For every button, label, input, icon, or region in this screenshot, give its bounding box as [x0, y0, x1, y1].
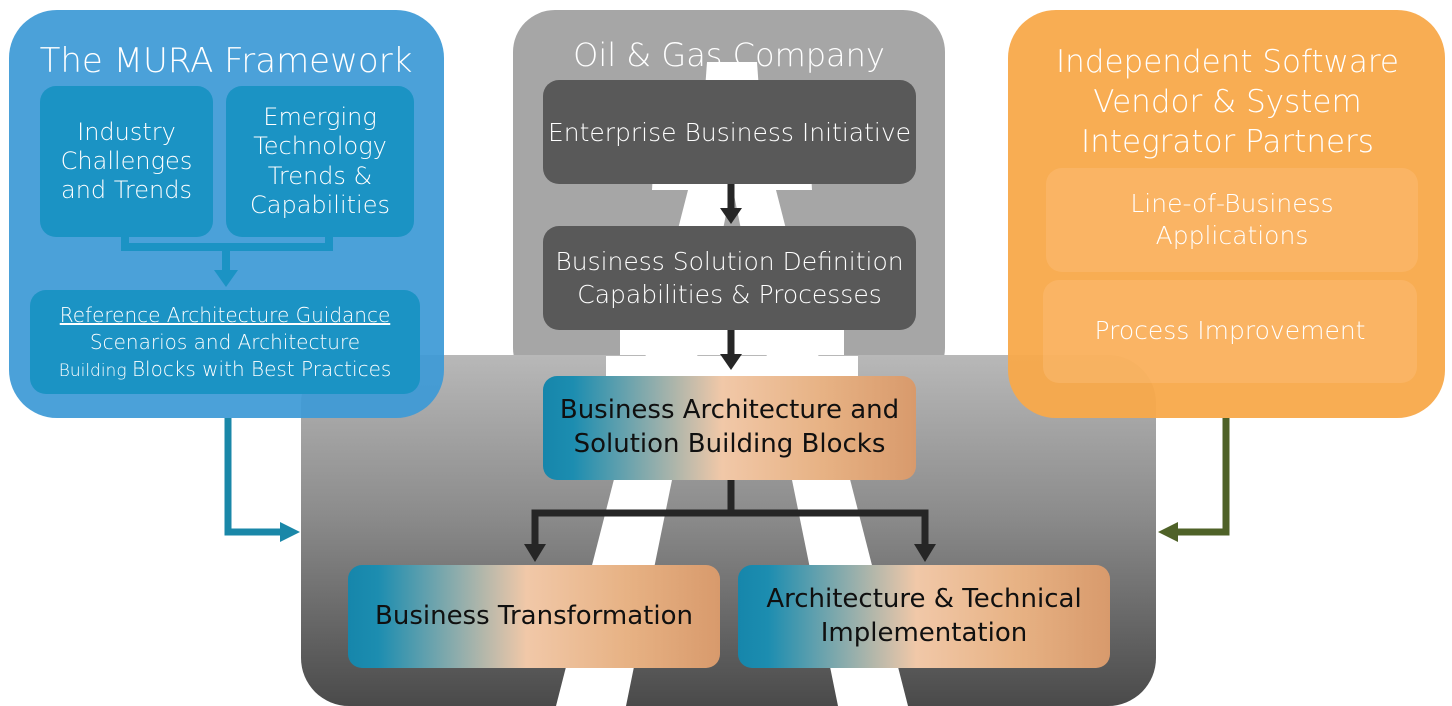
reference-architecture-box: Reference Architecture Guidance Scenario… — [30, 290, 420, 394]
emerging-line-3: Trends & — [267, 161, 373, 190]
solution-definition-box: Business Solution Definition Capabilitie… — [543, 226, 916, 330]
lob-line-1: Line-of-Business — [1130, 188, 1334, 218]
left-input-arrow — [224, 418, 282, 536]
mura-title: The MURA Framework — [39, 41, 413, 81]
center-arrowhead-1-icon — [720, 208, 742, 224]
business-transformation-box: Business Transformation — [348, 565, 720, 668]
lob-applications-box: Line-of-Business Applications — [1046, 168, 1418, 272]
left-arrowhead-icon — [280, 522, 300, 542]
business-architecture-box: Business Architecture and Solution Build… — [543, 376, 916, 480]
center-arrowhead-left-icon — [524, 544, 546, 562]
implementation-line-1: Architecture & Technical — [766, 583, 1082, 614]
emerging-line-1: Emerging — [263, 102, 377, 131]
right-input-arrow — [1176, 418, 1230, 536]
company-title: Oil & Gas Company — [573, 36, 885, 74]
center-arrowhead-2-icon — [720, 354, 742, 370]
right-arrowhead-icon — [1158, 522, 1178, 542]
reference-line-3-small: Building — [58, 360, 132, 381]
reference-line-3-rest: Blocks with Best Practices — [131, 356, 392, 381]
reference-line-2: Scenarios and Architecture — [89, 329, 361, 354]
definition-line-2: Capabilities & Processes — [577, 280, 882, 309]
reference-line-3: Building Blocks with Best Practices — [59, 356, 392, 383]
lob-line-2: Applications — [1155, 221, 1309, 250]
technical-implementation-box: Architecture & Technical Implementation — [738, 565, 1110, 668]
reference-heading: Reference Architecture Guidance — [59, 302, 391, 327]
emerging-line-2: Technology — [253, 132, 387, 161]
architecture-line-1: Business Architecture and — [559, 395, 900, 426]
partners-title-line-3: Integrator Partners — [1081, 124, 1374, 161]
partners-title-line-1: Independent Software — [1056, 43, 1399, 80]
industry-challenges-box: Industry Challenges and Trends — [40, 86, 213, 237]
center-split-arrow — [531, 509, 929, 547]
mura-down-arrowhead-icon — [214, 270, 238, 287]
implementation-line-2: Implementation — [820, 617, 1028, 648]
center-arrowhead-right-icon — [914, 544, 936, 562]
partners-title-line-2: Vendor & System — [1093, 83, 1362, 120]
enterprise-initiative-box: Enterprise Business Initiative — [543, 80, 916, 184]
process-improvement-box: Process Improvement — [1043, 280, 1417, 383]
emerging-technology-box: Emerging Technology Trends & Capabilitie… — [226, 86, 414, 237]
industry-line-2: Challenges — [60, 146, 193, 175]
architecture-line-2: Solution Building Blocks — [573, 429, 886, 459]
industry-line-3: and Trends — [61, 176, 192, 205]
partners-title: Independent Software Vendor & System Int… — [1020, 38, 1435, 166]
definition-line-1: Business Solution Definition — [555, 247, 904, 276]
industry-line-1: Industry — [77, 117, 176, 146]
emerging-line-4: Capabilities — [250, 190, 390, 219]
partners-panel — [1008, 10, 1445, 418]
